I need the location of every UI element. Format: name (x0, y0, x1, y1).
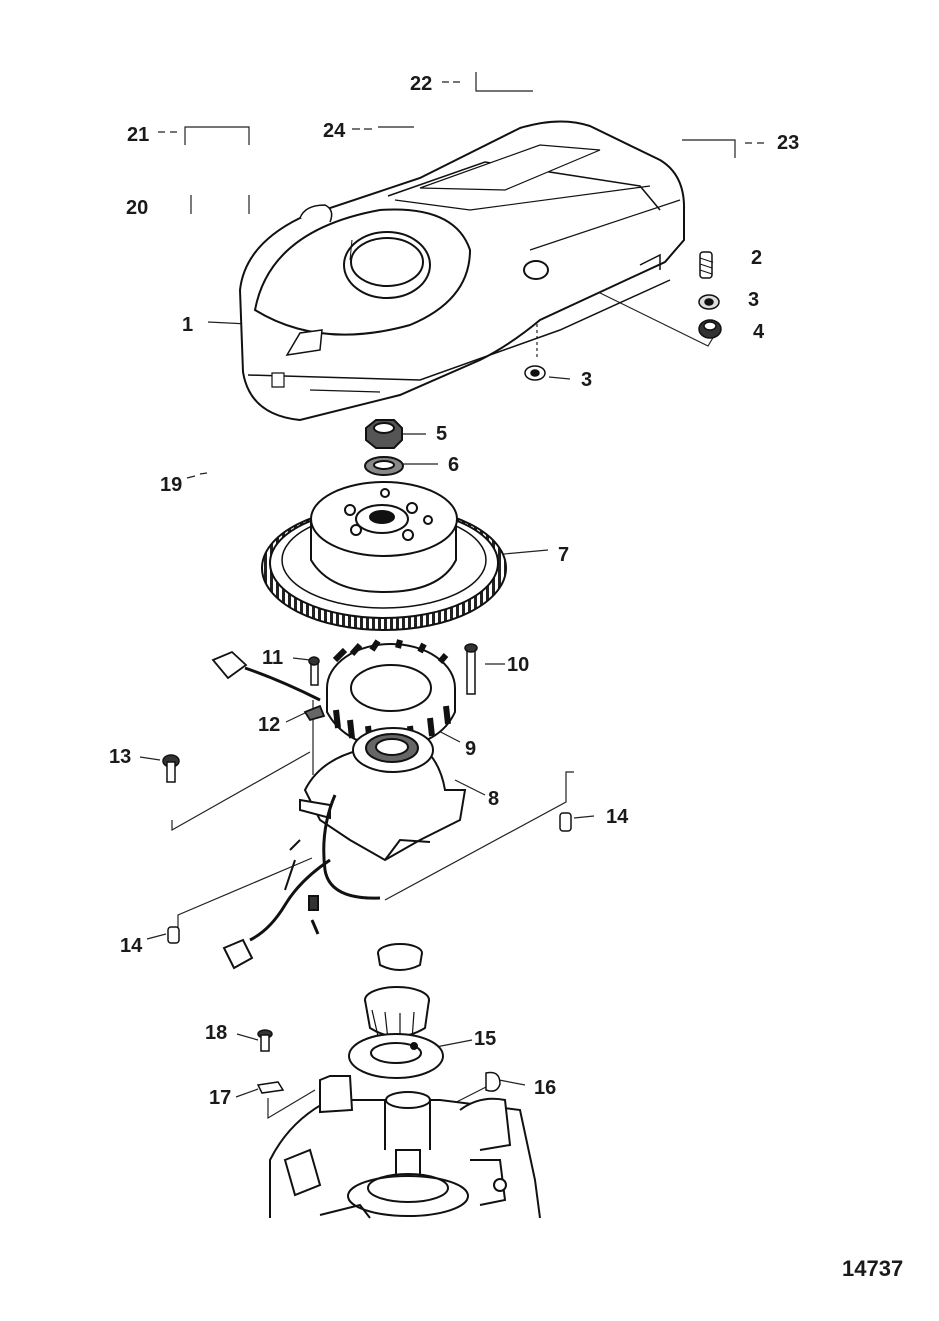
flywheel (262, 482, 506, 630)
callout-23: 23 (777, 132, 800, 154)
callout-18: 18 (205, 1022, 228, 1044)
leader-lines (140, 72, 764, 1118)
bearing-sleeve (365, 944, 429, 1042)
small-parts-lower (258, 1030, 500, 1093)
washer (365, 457, 403, 475)
flywheel-nut (366, 420, 402, 448)
callout-4: 4 (753, 321, 765, 343)
figure-number: 14737 (842, 1256, 904, 1281)
callout-22: 22 (410, 73, 433, 95)
cover-hardware (525, 252, 721, 380)
callout-1: 1 (182, 314, 194, 336)
callout-8: 8 (488, 788, 500, 810)
callout-14-right: 14 (606, 806, 629, 828)
callout-3-bottom: 3 (581, 369, 593, 391)
callout-20: 20 (126, 197, 149, 219)
powerhead-crankcase (270, 1076, 540, 1218)
stator-connector (213, 652, 324, 720)
callout-11: 11 (262, 647, 284, 669)
callout-6: 6 (448, 454, 460, 476)
callout-3-top: 3 (748, 289, 760, 311)
callout-16: 16 (534, 1077, 557, 1099)
callout-12: 12 (258, 714, 281, 736)
trigger-plate (300, 728, 465, 898)
retainer-plate (349, 1034, 443, 1078)
flywheel-cover (240, 121, 684, 420)
trigger-harness (224, 840, 330, 968)
callout-15: 15 (474, 1028, 497, 1050)
callout-19: 19 (160, 474, 183, 496)
callout-5: 5 (436, 423, 448, 445)
bushings (168, 813, 571, 943)
callout-17: 17 (209, 1087, 232, 1109)
screws (163, 644, 477, 782)
callout-9: 9 (465, 738, 477, 760)
callout-14-left: 14 (120, 935, 143, 957)
callout-24: 24 (323, 120, 346, 142)
callout-10: 10 (507, 654, 530, 676)
callout-2: 2 (751, 247, 763, 269)
callout-7: 7 (558, 544, 570, 566)
stator (327, 640, 455, 748)
callout-13: 13 (109, 746, 132, 768)
callout-21: 21 (127, 124, 150, 146)
